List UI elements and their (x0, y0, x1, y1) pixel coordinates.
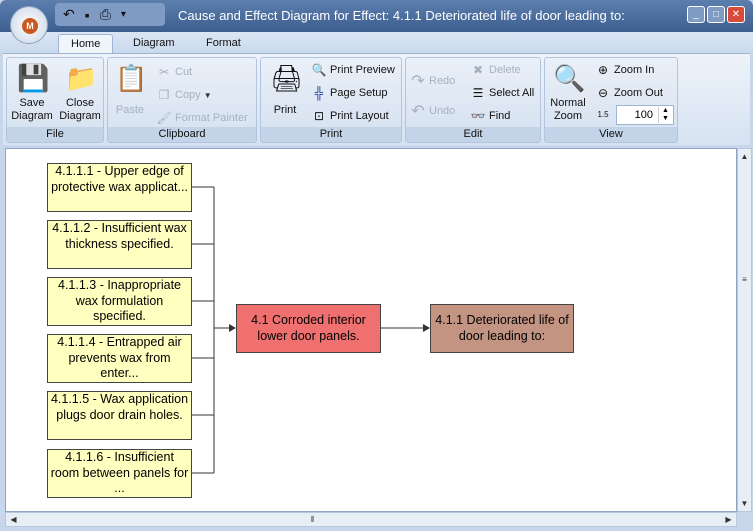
chevron-down-icon: ▼ (203, 90, 212, 100)
ribbon-tabs: Home Diagram Format (0, 32, 753, 54)
tab-format[interactable]: Format (206, 37, 241, 49)
scroll-down-icon[interactable]: ▼ (740, 499, 749, 508)
cause-box[interactable]: 4.1.1.6 - Insufficient room between pane… (47, 449, 192, 498)
save-diagram-button[interactable]: 💾Save Diagram (11, 63, 53, 122)
zoom-spinner[interactable]: ▲▼ (658, 107, 672, 123)
ribbon: 💾Save Diagram 📁Close Diagram File 📋Paste… (3, 53, 750, 145)
minimize-button[interactable]: _ (687, 6, 705, 23)
binoculars-icon: 👓 (470, 109, 486, 123)
delete-x-icon: ✖ (472, 63, 484, 77)
maximize-button[interactable]: □ (707, 6, 725, 23)
group-label: Print (261, 127, 401, 142)
group-label: Clipboard (108, 127, 256, 142)
group-label: View (545, 127, 677, 142)
effect-box[interactable]: 4.1.1 Deteriorated life of door leading … (430, 304, 574, 353)
magnifier-page-icon: 🔍 (311, 63, 327, 77)
customize-dropdown-icon[interactable]: ▾ (120, 9, 126, 20)
cause-box[interactable]: 4.1.1.2 - Insufficient wax thickness spe… (47, 220, 192, 269)
view-group: 🔍Normal Zoom ⊕Zoom In ⊖Zoom Out 1.5 View (544, 57, 678, 143)
select-all-icon: ☰ (472, 86, 484, 100)
page-setup-button[interactable]: ╬Page Setup (311, 86, 388, 100)
print-group: 🖨Print 🔍Print Preview ╬Page Setup ⊡Print… (260, 57, 402, 143)
print-layout-icon: ⊡ (313, 109, 325, 123)
print-button[interactable]: 🖨Print (270, 63, 304, 116)
floppy-disk-icon: 💾 (17, 63, 50, 93)
cause-box[interactable]: 4.1.1.3 - Inappropriate wax formulation … (47, 277, 192, 326)
format-painter-button[interactable]: 🖌Format Painter (156, 111, 248, 125)
edit-group: ↷Redo ↶Undo ✖Delete ☰Select All 👓Find Ed… (405, 57, 541, 143)
zoom-level-input[interactable]: 100▲▼ (616, 105, 674, 125)
title-bar: ↶ ▪ ⎙ ▾ Cause and Effect Diagram for Eff… (0, 0, 753, 32)
cause-box[interactable]: 4.1.1.1 - Upper edge of protective wax a… (47, 163, 192, 212)
tab-diagram[interactable]: Diagram (133, 37, 175, 49)
print-preview-button[interactable]: 🔍Print Preview (311, 63, 395, 77)
scissors-icon: ✂ (158, 65, 170, 79)
application-menu-button[interactable]: M (10, 6, 48, 44)
quick-access-toolbar: ↶ ▪ ⎙ ▾ (55, 3, 165, 26)
middle-cause-box[interactable]: 4.1 Corroded interior lower door panels. (236, 304, 381, 353)
magnifier-icon: 🔍 (553, 63, 586, 93)
paste-button[interactable]: 📋Paste (115, 63, 148, 116)
file-group: 💾Save Diagram 📁Close Diagram File (6, 57, 104, 143)
zoom-out-button[interactable]: ⊖Zoom Out (595, 86, 663, 100)
redo-button[interactable]: ↷Redo (411, 73, 456, 90)
zoom-in-icon: ⊕ (597, 63, 609, 77)
scroll-left-icon[interactable]: ◀ (10, 515, 17, 524)
copy-icon: ❐ (158, 88, 170, 102)
group-label: File (7, 127, 103, 142)
app-logo-icon: M (22, 18, 38, 34)
cause-box[interactable]: 4.1.1.5 - Wax application plugs door dra… (47, 391, 192, 440)
tab-home[interactable]: Home (58, 34, 114, 54)
close-button[interactable]: ✕ (727, 6, 745, 23)
page-setup-icon: ╬ (314, 86, 324, 100)
print-icon[interactable]: ⎙ (99, 6, 111, 22)
save-icon[interactable]: ▪ (84, 6, 90, 23)
scroll-up-icon[interactable]: ▲ (740, 152, 749, 161)
window-title: Cause and Effect Diagram for Effect: 4.1… (178, 8, 625, 23)
close-diagram-button[interactable]: 📁Close Diagram (59, 63, 101, 122)
select-all-button[interactable]: ☰Select All (470, 86, 535, 100)
scroll-grip-icon[interactable]: ⦀ (310, 515, 315, 524)
vertical-scrollbar[interactable]: ▲ ≡ ▼ (737, 148, 752, 512)
clipboard-icon: 📋 (115, 63, 148, 93)
redo-icon: ↷ (411, 73, 425, 90)
horizontal-scrollbar[interactable]: ◀ ⦀ ▶ (5, 512, 737, 527)
find-button[interactable]: 👓Find (470, 109, 511, 123)
cut-button[interactable]: ✂Cut (156, 65, 192, 79)
undo-icon[interactable]: ↶ (63, 6, 75, 22)
zoom-level-icon: 1.5 (597, 110, 609, 119)
zoom-out-icon: ⊖ (597, 86, 609, 100)
printer-icon: 🖨 (270, 63, 304, 93)
copy-button[interactable]: ❐Copy▼ (156, 88, 212, 102)
cause-box[interactable]: 4.1.1.4 - Entrapped air prevents wax fro… (47, 334, 192, 383)
normal-zoom-button[interactable]: 🔍Normal Zoom (550, 63, 586, 122)
undo-button[interactable]: ↶Undo (411, 103, 456, 120)
print-layout-button[interactable]: ⊡Print Layout (311, 109, 389, 123)
brush-icon: 🖌 (156, 111, 172, 125)
zoom-in-button[interactable]: ⊕Zoom In (595, 63, 654, 77)
undo-icon: ↶ (411, 103, 425, 120)
group-label: Edit (406, 127, 540, 142)
delete-button[interactable]: ✖Delete (470, 63, 521, 77)
scroll-right-icon[interactable]: ▶ (725, 515, 732, 524)
clipboard-group: 📋Paste ✂Cut ❐Copy▼ 🖌Format Painter Clipb… (107, 57, 257, 143)
folder-icon: 📁 (65, 63, 98, 93)
scroll-grip-icon[interactable]: ≡ (742, 275, 747, 284)
